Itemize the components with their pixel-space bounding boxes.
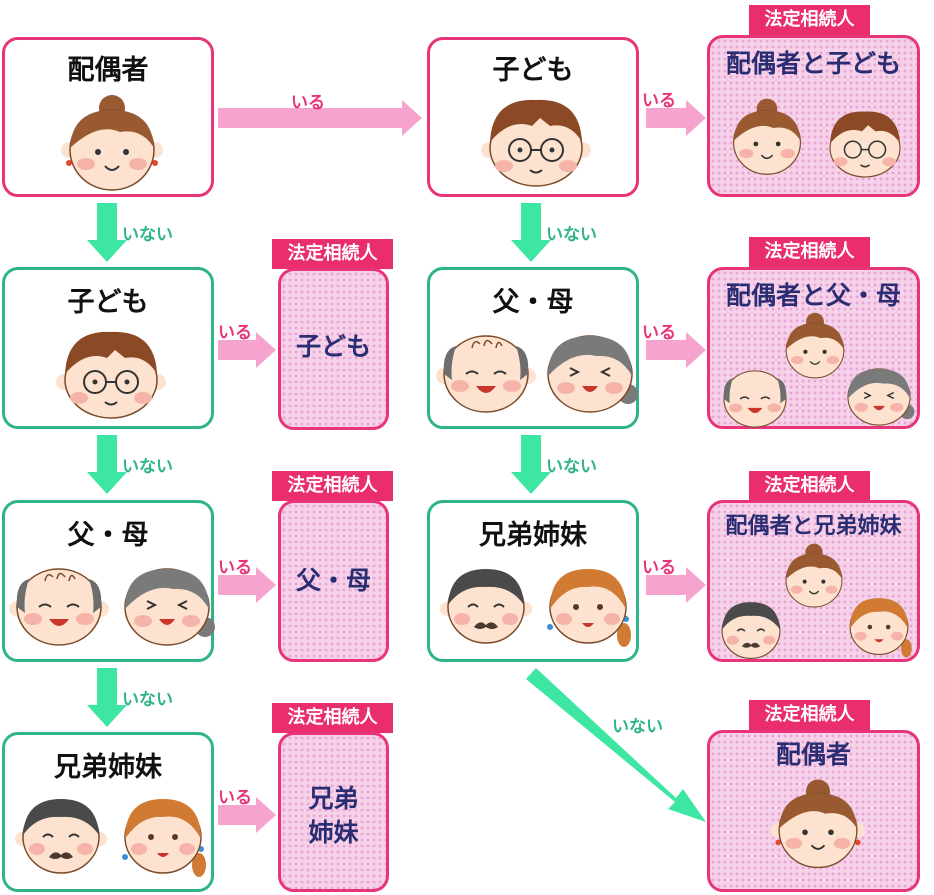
arrow-down-right-parents-siblings bbox=[511, 435, 551, 494]
legal-heir-badge: 法定相続人 bbox=[272, 471, 393, 501]
legal-heir-badge: 法定相続人 bbox=[749, 700, 870, 730]
woman-face-icon bbox=[785, 312, 845, 379]
legal-heir-badge: 法定相続人 bbox=[749, 471, 870, 501]
node-title: 兄弟姉妹 bbox=[479, 520, 587, 551]
node-parents-with-spouse: 父・母 bbox=[427, 267, 639, 429]
legal-heir-badge: 法定相続人 bbox=[749, 237, 870, 267]
label-absent: いない bbox=[122, 457, 173, 477]
heir-spouse-and-siblings: 配偶者と兄弟姉妹 bbox=[707, 500, 920, 662]
node-siblings-with-spouse: 兄弟姉妹 bbox=[427, 500, 639, 662]
label-absent: いない bbox=[122, 225, 173, 245]
label-present: いる bbox=[642, 323, 676, 343]
node-spouse: 配偶者 bbox=[2, 37, 214, 197]
arrow-down-spouse-child bbox=[87, 203, 127, 262]
heir-spouse-and-parents: 配偶者と父・母 bbox=[707, 267, 920, 429]
arrow-left-siblings-to-heir bbox=[218, 797, 276, 833]
woman-face-icon bbox=[770, 779, 866, 869]
grandfather-face-icon bbox=[9, 568, 109, 646]
node-title: 子ども bbox=[492, 55, 574, 86]
heir-title: 配偶者と子ども bbox=[725, 49, 901, 78]
legal-heir-badge: 法定相続人 bbox=[272, 703, 393, 733]
label-present: いる bbox=[218, 558, 252, 578]
heir-parents-only: 父・母 bbox=[278, 500, 389, 662]
boy-face-icon bbox=[481, 99, 591, 187]
node-child-with-spouse: 子ども bbox=[427, 37, 639, 197]
arrow-siblings-to-heir bbox=[646, 567, 706, 603]
label-present: いる bbox=[642, 558, 676, 578]
heir-title: 子ども bbox=[295, 332, 371, 361]
node-title: 父・母 bbox=[67, 520, 149, 551]
heir-title: 配偶者と父・母 bbox=[725, 281, 901, 310]
arrow-spouse-to-child bbox=[218, 100, 422, 136]
grandmother-face-icon bbox=[547, 335, 638, 413]
arrow-left-child-to-heir bbox=[218, 332, 276, 368]
heir-title: 父・母 bbox=[295, 566, 371, 595]
sister-face-icon bbox=[547, 569, 631, 647]
arrow-down-child-parents bbox=[87, 435, 127, 494]
sister-face-icon bbox=[849, 598, 912, 658]
node-siblings: 兄弟姉妹 bbox=[2, 732, 214, 892]
brother-face-icon bbox=[15, 799, 107, 874]
node-title: 配偶者 bbox=[67, 55, 149, 86]
heir-title: 配偶者と兄弟姉妹 bbox=[725, 514, 902, 539]
woman-face-icon bbox=[61, 95, 163, 191]
label-absent: いない bbox=[122, 690, 173, 710]
heir-title-line2: 姉妹 bbox=[308, 818, 359, 847]
arrow-parents-to-heir bbox=[646, 332, 706, 368]
boy-face-icon bbox=[829, 111, 901, 178]
node-title: 子ども bbox=[67, 287, 149, 318]
label-absent: いない bbox=[546, 225, 597, 245]
heir-title: 配偶者 bbox=[775, 740, 851, 769]
boy-face-icon bbox=[56, 331, 166, 419]
grandfather-face-icon bbox=[723, 370, 787, 428]
heir-spouse-only: 配偶者 bbox=[707, 730, 920, 892]
node-parents: 父・母 bbox=[2, 500, 215, 662]
legal-heir-badge: 法定相続人 bbox=[749, 5, 870, 35]
arrow-left-parents-to-heir bbox=[218, 567, 276, 603]
heir-siblings-only: 兄弟 姉妹 bbox=[278, 732, 389, 892]
woman-face-icon bbox=[732, 98, 802, 175]
legal-heir-badge: 法定相続人 bbox=[272, 239, 393, 269]
node-child: 子ども bbox=[2, 267, 214, 429]
brother-face-icon bbox=[721, 602, 781, 660]
node-title: 父・母 bbox=[492, 287, 574, 318]
brother-face-icon bbox=[440, 569, 532, 644]
label-absent: いない bbox=[612, 717, 663, 737]
label-absent: いない bbox=[546, 457, 597, 477]
label-present: いる bbox=[642, 91, 676, 111]
grandmother-face-icon bbox=[847, 368, 915, 426]
arrow-down-right-child-parents bbox=[511, 203, 551, 262]
grandfather-face-icon bbox=[436, 335, 536, 413]
heir-child-only: 子ども bbox=[278, 268, 389, 430]
arrow-diagonal-siblings-spouse bbox=[526, 668, 706, 822]
label-present: いる bbox=[218, 323, 252, 343]
label-present: いる bbox=[291, 93, 325, 113]
arrow-child-to-heir bbox=[646, 100, 706, 136]
label-present: いる bbox=[218, 788, 252, 808]
sister-face-icon bbox=[122, 799, 206, 877]
node-title: 兄弟姉妹 bbox=[54, 752, 162, 783]
grandmother-face-icon bbox=[124, 568, 215, 646]
heir-spouse-and-child: 配偶者と子ども bbox=[707, 35, 920, 197]
heir-title-line1: 兄弟 bbox=[308, 784, 359, 813]
arrow-down-parents-siblings bbox=[87, 668, 127, 727]
woman-face-icon bbox=[785, 543, 843, 608]
